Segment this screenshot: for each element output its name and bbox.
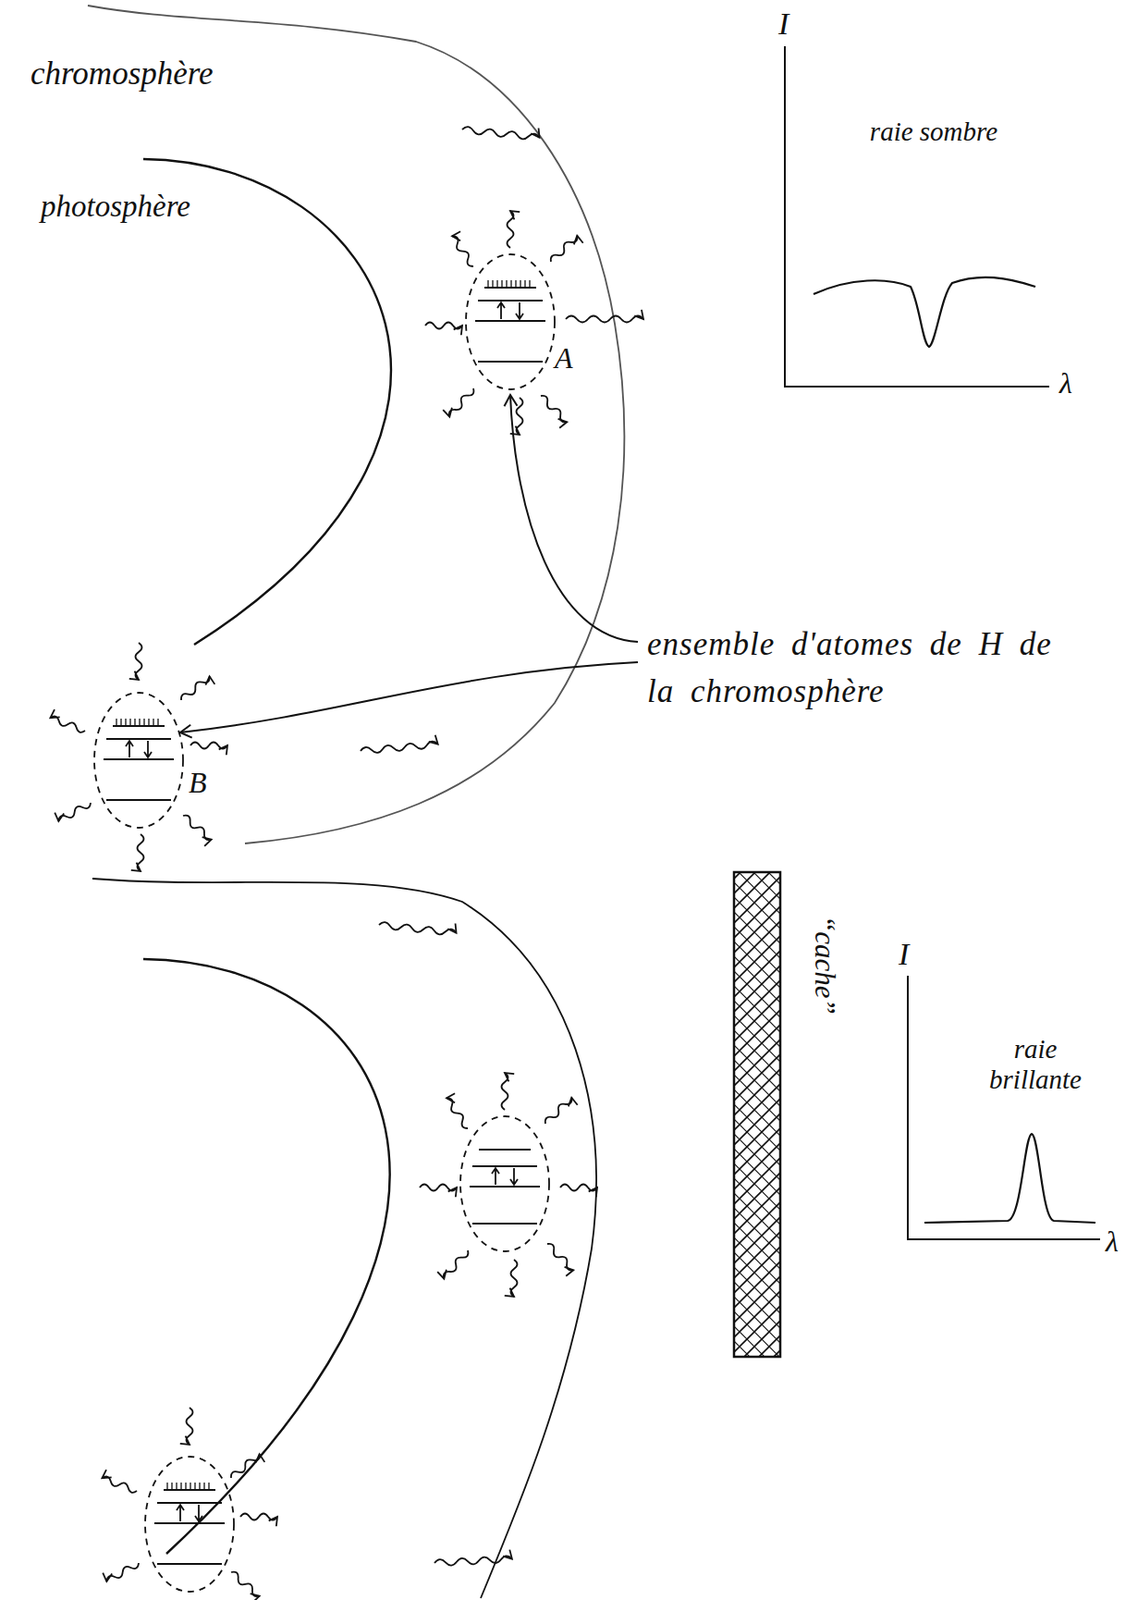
atom-group: A [464, 252, 557, 392]
atom-outline [464, 252, 557, 392]
text-label: λ [1105, 1223, 1119, 1259]
lower-panel [92, 871, 1101, 1598]
text-label: raie sombre [868, 116, 999, 147]
photons [100, 921, 598, 1599]
atom-letter: B [188, 767, 208, 797]
atom-symbol [145, 1456, 234, 1591]
pointer-arrow [510, 394, 638, 642]
photosphere-outline [143, 958, 391, 1554]
upper-panel [48, 5, 1050, 871]
pointer-arrow [180, 661, 638, 733]
chromosphere-outline [87, 5, 625, 844]
bright-line-graph [907, 975, 1101, 1239]
atom-outline [92, 690, 185, 830]
photons [48, 126, 644, 871]
callout-text: ensemble d'atomes de H de la chromosphèr… [647, 621, 1064, 716]
atom-group: B [92, 690, 185, 830]
mask-bar [734, 871, 781, 1357]
dark-line-graph [784, 46, 1050, 387]
text-label: photosphère [40, 189, 191, 225]
text-label: I [778, 5, 789, 42]
photosphere-outline [143, 159, 392, 645]
text-label: I [898, 935, 909, 972]
callout-note: ensemble d'atomes de H de la chromosphèr… [647, 621, 1064, 716]
text-label: “cache” [807, 915, 842, 1015]
text-label: chromosphère [30, 55, 214, 93]
text-label: λ [1059, 366, 1073, 401]
atom-letter: A [554, 342, 574, 373]
chromosphere-outline [92, 878, 597, 1598]
text-label: raie brillante [970, 1033, 1101, 1096]
atom-symbol [460, 1115, 550, 1251]
